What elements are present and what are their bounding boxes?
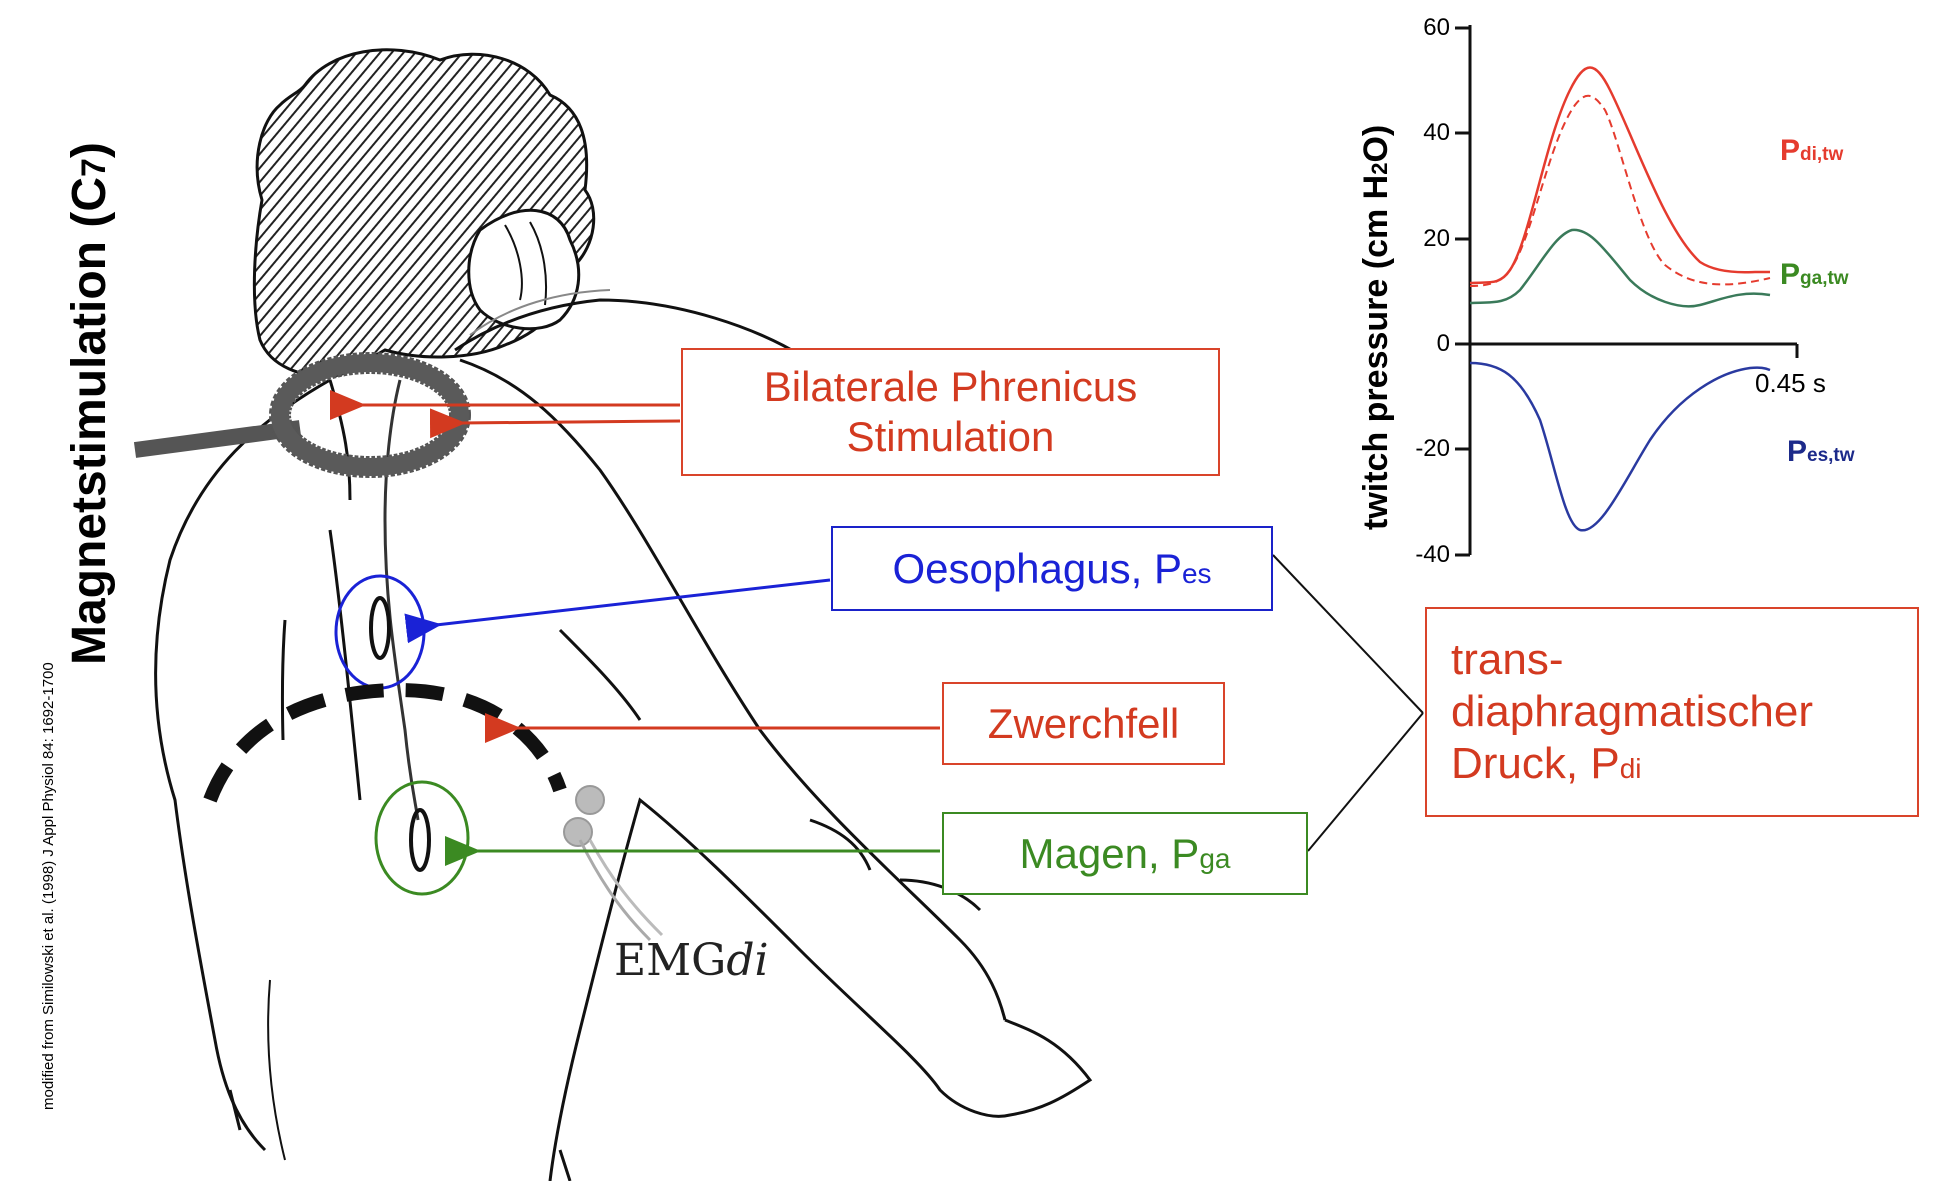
pga-curve: [1469, 228, 1771, 308]
pes-curve: [1469, 361, 1771, 532]
pdi-label-sub: di,tw: [1800, 144, 1844, 165]
time-label: 0.45 s: [1755, 368, 1826, 398]
side-title-sub: 7: [75, 158, 113, 177]
plot-ylabel: twitch pressure (cm H2O): [1357, 125, 1396, 530]
pdi-label-main: P: [1780, 134, 1801, 167]
bracket-line-bottom: [1307, 712, 1424, 852]
magnetic-coil: [133, 352, 471, 478]
pes-label-main: P: [1787, 435, 1808, 468]
phrenicus-line2: Stimulation: [846, 413, 1055, 460]
emg-label-italic: di: [726, 935, 769, 986]
emg-label: EMGdi: [614, 935, 769, 986]
transdia-sub: di: [1619, 752, 1642, 784]
zwerchfell-label: Zwerchfell: [987, 699, 1180, 747]
pdi-dashed-curve: [1469, 94, 1771, 287]
diaphragm-curve: [203, 682, 567, 803]
transdia-line2: diaphragmatischer: [1451, 687, 1813, 737]
oesophagus-label: Oesophagus, P: [892, 544, 1182, 592]
catheter-line: [383, 379, 420, 821]
tick-20: 20: [1423, 225, 1450, 252]
oesophagus-circle: [334, 574, 426, 690]
pga-label-sub: ga,tw: [1800, 268, 1849, 289]
oesophagus-sub: es: [1181, 557, 1212, 589]
oesophagus-balloon: [369, 596, 391, 660]
side-title: Magnetstimulation (C7): [62, 142, 117, 665]
citation: modified from Similowski et al. (1998) J…: [40, 662, 57, 1110]
twitch-plot: [1455, 25, 1799, 557]
body-outline: [154, 358, 1093, 1181]
pdi-label: Pdi,tw: [1780, 134, 1843, 168]
phrenicus-box: Bilaterale Phrenicus Stimulation: [681, 348, 1220, 476]
zwerchfell-box: Zwerchfell: [942, 682, 1225, 765]
gastric-circle: [374, 780, 470, 896]
phrenicus-line1: Bilaterale Phrenicus: [763, 363, 1138, 411]
side-title-close: ): [63, 142, 116, 159]
magen-label: Magen, P: [1019, 829, 1200, 877]
head-figure: [252, 48, 801, 378]
transdiaphragmatic-box: trans- diaphragmatischer Druck, Pdi: [1425, 607, 1919, 817]
oesophagus-arrow: [404, 578, 831, 644]
pdi-curve: [1469, 66, 1770, 285]
magen-box: Magen, Pga: [942, 812, 1308, 895]
pga-label: Pga,tw: [1780, 258, 1849, 292]
magen-sub: ga: [1199, 842, 1231, 874]
tick-minus20: -20: [1415, 435, 1450, 462]
tick-60: 60: [1423, 14, 1450, 41]
side-title-text: Magnetstimulation (C: [63, 177, 116, 665]
pga-label-main: P: [1780, 258, 1801, 291]
emg-electrodes: [563, 785, 664, 942]
pes-label-sub: es,tw: [1807, 445, 1855, 466]
gastric-balloon: [409, 808, 431, 872]
tick-minus40: -40: [1415, 541, 1450, 568]
plot-ylabel-sub: 2: [1367, 162, 1392, 175]
tick-0: 0: [1436, 330, 1450, 357]
pes-label: Pes,tw: [1787, 435, 1855, 469]
tick-40: 40: [1423, 119, 1450, 146]
bracket-line-top: [1272, 554, 1424, 714]
transdia-line3: Druck, P: [1451, 738, 1620, 788]
oesophagus-box: Oesophagus, Pes: [831, 526, 1273, 611]
transdia-line1: trans-: [1451, 635, 1564, 685]
emg-label-main: EMG: [614, 935, 727, 986]
phrenicus-arrow-2: [429, 408, 681, 439]
